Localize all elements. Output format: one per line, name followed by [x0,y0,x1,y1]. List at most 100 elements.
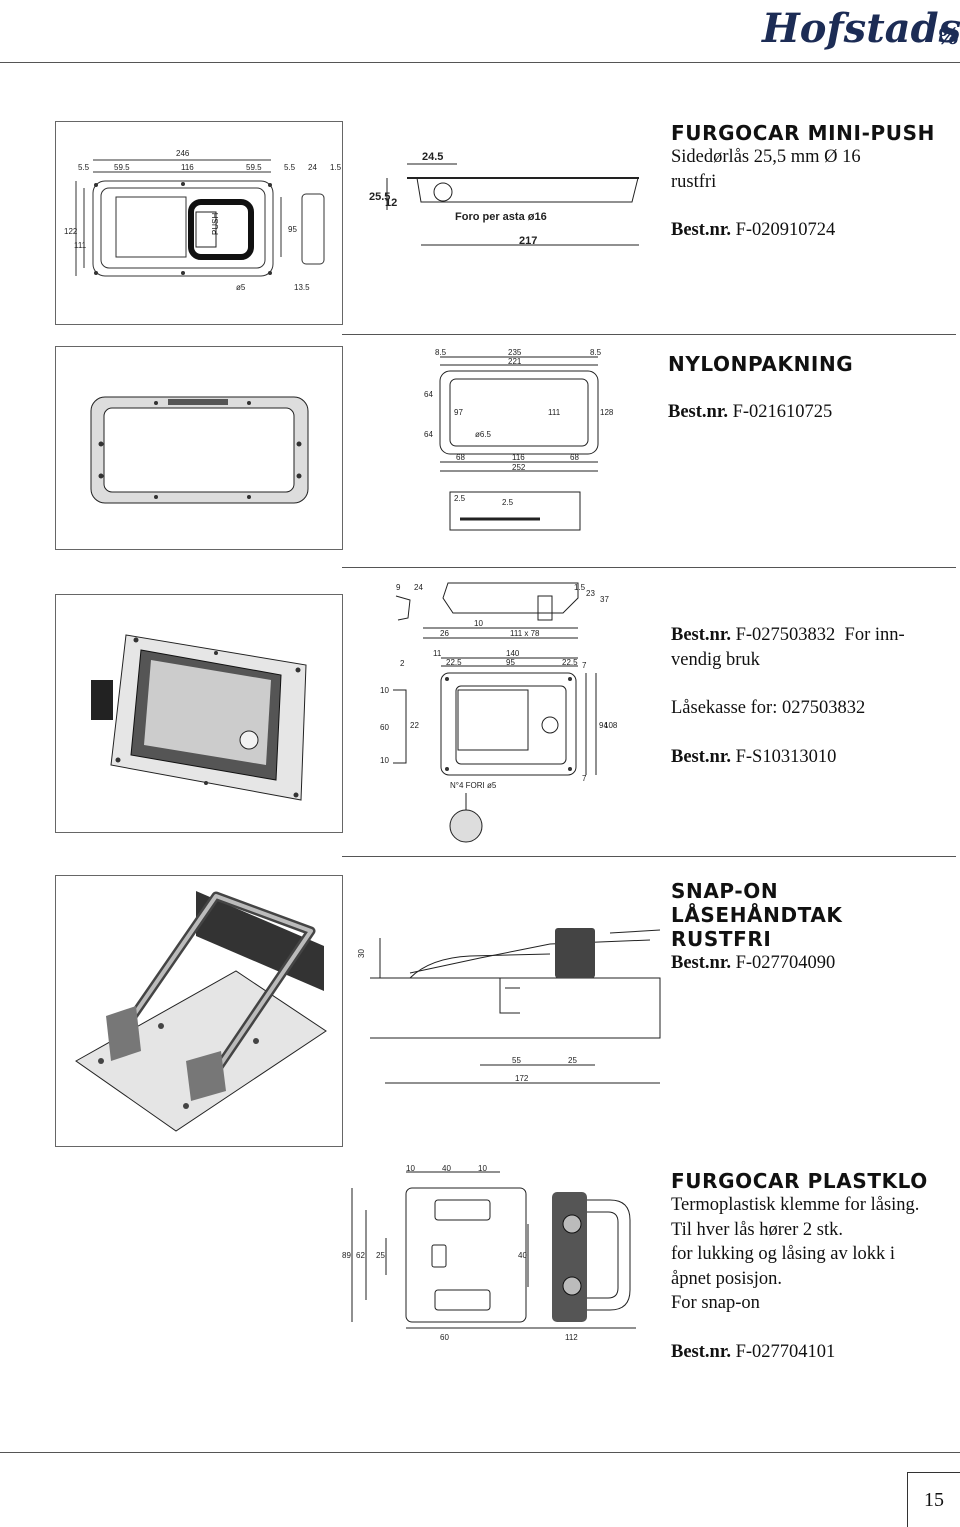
svg-text:60: 60 [380,723,389,732]
svg-text:22.5: 22.5 [562,658,578,667]
section-divider [342,567,956,568]
svg-text:25: 25 [568,1056,577,1065]
description-line: Termoplastisk klemme for låsing. [671,1195,920,1215]
section-divider [342,856,956,857]
svg-text:PUSH: PUSH [211,213,220,235]
svg-text:10: 10 [474,619,483,628]
svg-text:22: 22 [410,721,419,730]
svg-text:89: 89 [342,1251,351,1260]
svg-text:24: 24 [414,583,423,592]
svg-text:22.5: 22.5 [446,658,462,667]
svg-text:1.5: 1.5 [574,583,586,592]
svg-text:30: 30 [357,949,366,958]
bestnr-value: F-027704090 [735,953,836,973]
svg-text:55: 55 [512,1056,521,1065]
nylonpakning-photo [55,346,343,550]
svg-text:68: 68 [570,453,579,462]
svg-text:172: 172 [515,1074,529,1083]
svg-text:26: 26 [440,629,449,638]
svg-text:24.5: 24.5 [422,151,443,163]
description-line: åpnet posisjon. [671,1268,782,1289]
svg-text:7: 7 [582,774,587,783]
svg-text:111: 111 [74,241,87,250]
section-title: FURGOCAR MINI-PUSH [671,121,935,145]
svg-text:217: 217 [519,235,537,247]
svg-text:10: 10 [478,1164,487,1173]
svg-text:111 x 78: 111 x 78 [510,629,540,638]
svg-text:40: 40 [518,1251,527,1260]
section-divider [342,334,956,335]
bestnr-value: F-027503832 [735,625,836,645]
logo-suffix: % [938,24,959,50]
svg-text:116: 116 [512,453,525,462]
bestnr-label: Best.nr. [671,220,731,240]
mini-push-profile-drawing: 24.5 25.5 12 Foro per asta ø16 217 [357,140,647,252]
bestnr-label: Best.nr. [671,1341,731,1362]
svg-text:ø5: ø5 [236,283,246,292]
snap-on-handle-photo [55,875,343,1147]
svg-text:11: 11 [433,649,442,658]
section-mini-push: FURGOCAR MINI-PUSH Sidedørlås 25,5 mm Ø … [671,121,956,243]
svg-text:10: 10 [406,1164,415,1173]
description-line: rustfri [671,171,717,192]
svg-text:ø6.5: ø6.5 [475,430,492,439]
svg-text:97: 97 [454,408,463,417]
svg-text:8.5: 8.5 [590,348,602,357]
svg-text:8.5: 8.5 [435,348,447,357]
svg-text:10: 10 [380,686,389,695]
section-lock-handle: Best.nr. F-027503832 For inn- vendig bru… [671,623,956,769]
plastklo-drawing: 10 40 10 89 62 25 40 60 112 [340,1160,640,1346]
description-line: Til hver lås hører 2 stk. [671,1219,843,1240]
footer-divider [0,1452,960,1453]
svg-text:246: 246 [176,149,190,158]
nylonpakning-drawing: 8.5 235 8.5 221 64 64 97 111 128 ø6.5 68… [420,347,616,537]
svg-text:24: 24 [308,163,317,172]
svg-text:7: 7 [582,661,587,670]
bestnr-value: F-S10313010 [735,746,837,767]
section-title: NYLONPAKNING [668,352,854,376]
section-plastklo: FURGOCAR PLASTKLO Termoplastisk klemme f… [671,1169,956,1364]
svg-text:64: 64 [424,390,433,399]
description-line: Sidedørlås 25,5 mm Ø 16 [671,147,861,167]
svg-text:128: 128 [600,408,614,417]
svg-text:9: 9 [396,583,401,592]
svg-text:140: 140 [506,649,520,658]
svg-text:68: 68 [456,453,465,462]
svg-text:111: 111 [548,408,561,417]
section-nylonpakning: NYLONPAKNING Best.nr. F-021610725 [668,352,953,425]
section-title: SNAP-ON LÅSEHÅNDTAK [671,879,843,927]
svg-text:25: 25 [376,1251,385,1260]
bestnr-label: Best.nr. [671,953,731,973]
svg-text:60: 60 [440,1333,449,1342]
svg-text:25.5: 25.5 [369,191,390,203]
svg-text:221: 221 [508,357,522,366]
hofstads-logo: Hofstads % [760,2,960,60]
description-line: For snap-on [671,1293,760,1313]
svg-text:2: 2 [400,659,405,668]
svg-text:252: 252 [512,463,526,472]
header-divider [0,62,960,63]
svg-text:59.5: 59.5 [114,163,130,172]
svg-text:62: 62 [356,1251,365,1260]
svg-text:2.5: 2.5 [454,494,466,503]
svg-text:94: 94 [599,721,608,730]
logo-text: Hofstads [761,5,960,52]
svg-text:95: 95 [506,658,515,667]
section-title: FURGOCAR PLASTKLO [671,1169,928,1193]
bestnr-label: Best.nr. [668,402,728,422]
svg-text:108: 108 [604,721,618,730]
description-line: for lukking og låsing av lokk i [671,1244,896,1264]
svg-text:10: 10 [380,756,389,765]
svg-text:59.5: 59.5 [246,163,262,172]
note: For inn- [844,625,905,645]
svg-text:23: 23 [586,589,595,598]
bestnr-label: Best.nr. [671,746,731,767]
snap-on-drawing: 30 55 25 172 [350,918,665,1098]
section-snap-on: SNAP-ON LÅSEHÅNDTAK RUSTFRI Best.nr. F-0… [671,879,956,976]
svg-text:5.5: 5.5 [78,163,90,172]
mini-push-photo: PUSH 246 5.5 59.5 116 59.5 5.5 24 1.5 12… [55,121,343,325]
svg-text:2.5: 2.5 [502,498,514,507]
bestnr-value: F-027704101 [735,1341,836,1362]
svg-text:235: 235 [508,348,522,357]
lock-handle-drawing: 9 24 10 26 111 x 78 1.5 23 37 11 22.5 14… [378,578,618,848]
